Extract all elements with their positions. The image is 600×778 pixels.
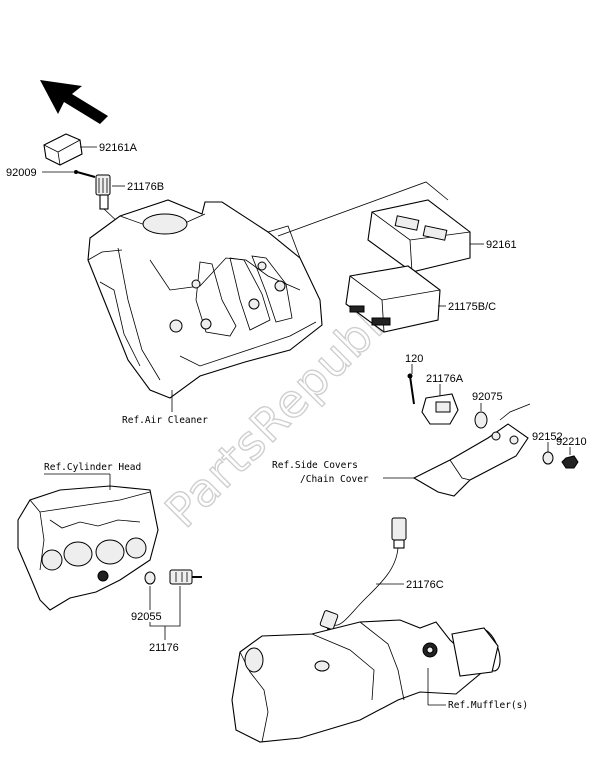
- grommet-92075: [474, 411, 488, 429]
- label-21176: 21176: [149, 642, 179, 654]
- front-arrow-icon: [40, 80, 108, 124]
- label-21175BC: 21175B/C: [448, 301, 496, 313]
- air-cleaner-housing: [87, 199, 323, 399]
- label-92210: 92210: [556, 436, 587, 448]
- label-92152: 92152: [532, 431, 563, 443]
- ecu-cover-92161: [367, 199, 471, 273]
- cap-92161A: [43, 133, 83, 166]
- ref-cylinder-head: Ref.Cylinder Head: [44, 462, 141, 473]
- ecu-unit-21175BC: [345, 265, 441, 333]
- washer-92152: [542, 451, 554, 465]
- label-92161: 92161: [486, 239, 517, 251]
- bracket: [412, 423, 529, 497]
- label-92009: 92009: [6, 167, 37, 179]
- sensor-21176C: [319, 517, 407, 641]
- cylinder-head: [17, 485, 159, 611]
- sensor-21176B: [95, 174, 121, 225]
- sensor-21176A: [421, 393, 459, 425]
- label-21176B: 21176B: [127, 181, 164, 193]
- ref-muffler: Ref.Muffler(s): [448, 700, 528, 711]
- nut-92210: [561, 455, 579, 469]
- screw-92009: [74, 170, 96, 178]
- label-92075: 92075: [472, 391, 503, 403]
- ref-chain-cover: /Chain Cover: [300, 474, 369, 485]
- label-92055: 92055: [131, 611, 162, 623]
- ref-side-covers: Ref.Side Covers: [272, 460, 358, 471]
- label-92161A: 92161A: [99, 142, 138, 154]
- label-21176A: 21176A: [426, 373, 464, 385]
- label-21176C: 21176C: [406, 579, 444, 591]
- label-120: 120: [405, 353, 423, 365]
- bolt-120: [407, 373, 415, 405]
- muffler: [231, 619, 501, 743]
- ref-air-cleaner: Ref.Air Cleaner: [122, 415, 208, 426]
- sensor-21176: [169, 569, 202, 585]
- gasket-92055: [144, 571, 156, 585]
